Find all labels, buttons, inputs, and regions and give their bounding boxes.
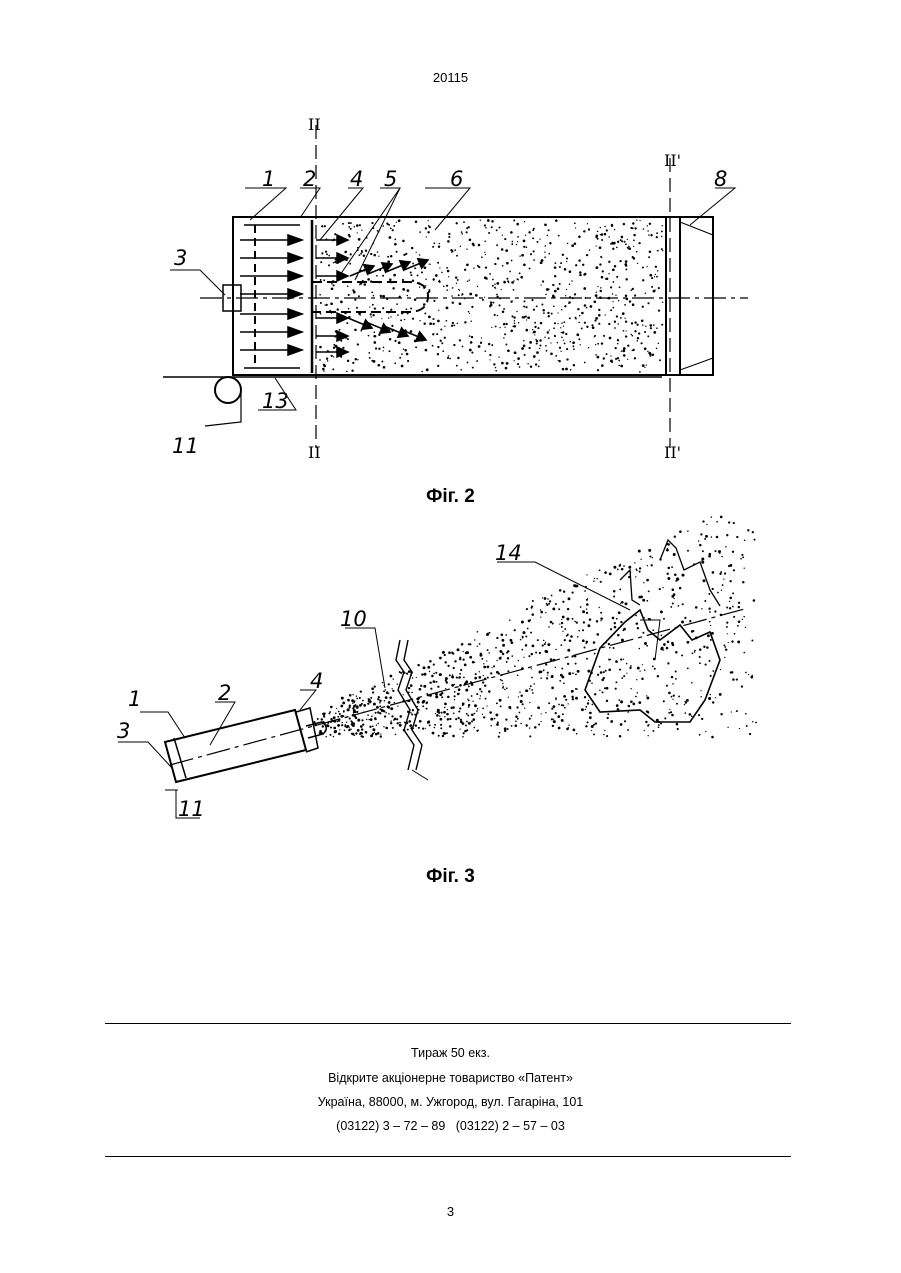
figure-2-drawing: 1 2 4 5 6 8 3 11 13 II II II' II'	[160, 105, 780, 485]
fig2-section-IIp-bottom: II'	[664, 443, 681, 462]
fig2-label-2: 2	[303, 167, 316, 191]
imprint-address: Україна, 88000, м. Ужгород, вул. Гагарін…	[0, 1095, 901, 1109]
fig2-section-II-top: II	[308, 115, 321, 134]
fig2-label-11: 11	[172, 434, 199, 458]
figure-3-caption: Фіг. 3	[0, 866, 901, 888]
page-number: 3	[0, 1204, 901, 1219]
fig2-section-II-bottom: II	[308, 443, 321, 462]
imprint-bottom-rule	[105, 1156, 791, 1157]
patent-number-header: 20115	[0, 70, 901, 85]
fig2-label-8: 8	[714, 167, 727, 191]
fig3-label-2: 2	[218, 681, 231, 705]
fig2-label-6: 6	[450, 167, 463, 191]
fig2-label-13: 13	[262, 389, 289, 413]
fig3-label-1: 1	[128, 687, 141, 711]
fig2-label-3: 3	[174, 246, 187, 270]
fig3-label-14: 14	[495, 541, 522, 565]
fig3-label-10: 10	[340, 607, 367, 631]
fig3-spray-dots	[314, 516, 757, 739]
fig3-label-4: 4	[310, 669, 323, 693]
fig2-foam-dots	[319, 219, 663, 373]
figure-3-drawing: 1 2 3 4 10 14 11	[110, 510, 790, 860]
imprint-top-rule	[105, 1023, 791, 1024]
fig2-section-IIp-top: II'	[664, 151, 681, 170]
fig3-label-11: 11	[178, 797, 205, 821]
fig2-label-4: 4	[350, 167, 363, 191]
fig3-label-3: 3	[117, 719, 130, 743]
figure-2-caption: Фіг. 2	[0, 486, 901, 508]
fig2-label-5: 5	[384, 167, 397, 191]
imprint-publisher: Відкрите акціонерне товариство «Патент»	[0, 1071, 901, 1085]
imprint-print-run: Тираж 50 екз.	[0, 1046, 901, 1060]
imprint-phones: (03122) 3 – 72 – 89 (03122) 2 – 57 – 03	[0, 1119, 901, 1133]
fig2-label-1: 1	[262, 167, 275, 191]
